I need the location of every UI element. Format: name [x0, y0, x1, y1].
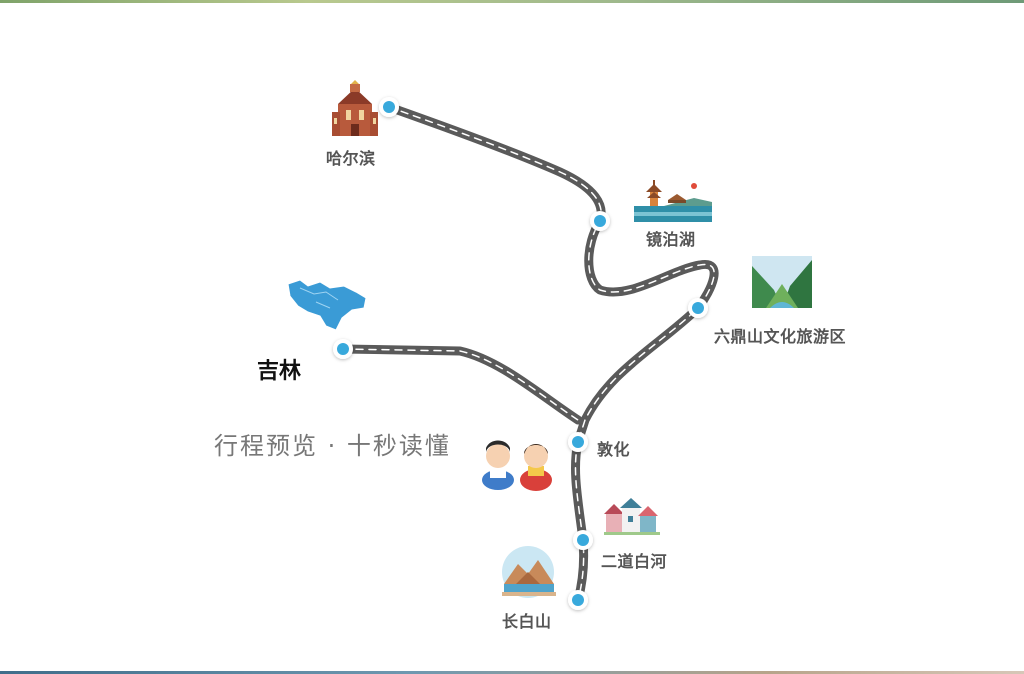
- road-network: [338, 102, 719, 605]
- node-jingpohu: [590, 211, 610, 231]
- node-dunhua: [568, 432, 588, 452]
- stop-label-changbaishan: 长白山: [502, 612, 552, 631]
- korean-couple-icon: [482, 440, 552, 491]
- node-jilin: [333, 339, 353, 359]
- stop-label-erdaobaihe: 二道白河: [601, 552, 668, 571]
- pagoda-lake-icon: [634, 180, 712, 222]
- stop-label-dunhua: 敦化: [597, 440, 631, 459]
- village-houses-icon: [604, 498, 660, 535]
- road-jilin-dunhua: [338, 344, 583, 425]
- province-map-icon: [287, 279, 367, 331]
- bottom-photo-strip: [0, 671, 1024, 674]
- node-liudingshan: [688, 298, 708, 318]
- church-icon: [332, 80, 378, 136]
- top-photo-strip: [0, 0, 1024, 3]
- stop-label-harbin: 哈尔滨: [326, 149, 376, 168]
- mountain-valley-icon: [752, 256, 812, 308]
- route-nodes: [333, 97, 708, 610]
- stop-label-liudingshan: 六鼎山文化旅游区: [714, 327, 847, 346]
- stop-label-jilin: 吉林: [257, 359, 302, 384]
- stop-label-jingpohu: 镜泊湖: [646, 230, 696, 249]
- mountain-lake-icon: [502, 546, 556, 598]
- road-harbin-dunhua: [384, 102, 719, 447]
- node-harbin: [379, 97, 399, 117]
- page-title: 行程预览 · 十秒读懂: [214, 432, 451, 460]
- node-changbaishan: [568, 590, 588, 610]
- node-erdaobaihe: [573, 530, 593, 550]
